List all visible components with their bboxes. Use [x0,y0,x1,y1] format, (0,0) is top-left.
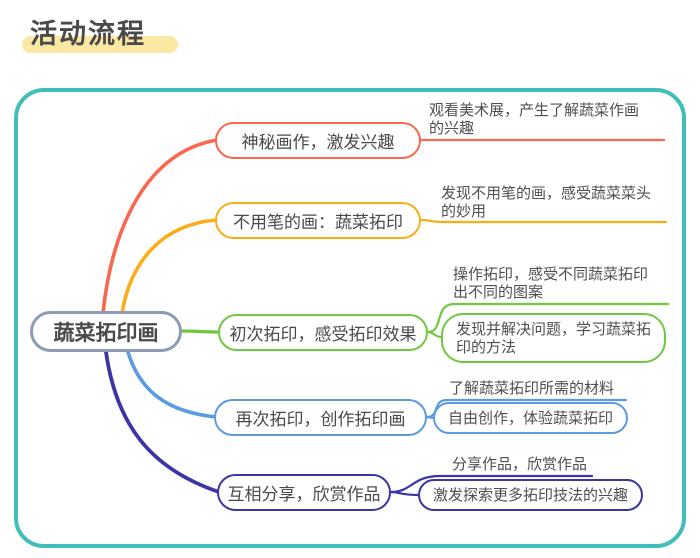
subtopic-note-1: 观看美术展，产生了解蔬菜作画 的兴趣 [429,101,640,137]
note-underline-green [426,302,670,334]
branch-curve-indigo [104,350,221,494]
subtopic-pill-4: 自由创作，体验蔬菜拓印 [433,402,629,434]
note-underline-orange [419,218,668,224]
branch-topic-4: 再次拓印，创作拓印画 [214,399,427,436]
pill-connector-green [426,330,444,339]
branch-topic-5: 互相分享，欣赏作品 [217,474,391,511]
subtopic-note-2: 发现不用笔的画，感受蔬菜菜头 的妙用 [441,184,652,220]
page-title: 活动流程 [30,19,146,50]
branch-topic-3: 初次拓印，感受拓印效果 [218,314,428,351]
title-highlight-bar [22,36,178,53]
branch-curve-orange [120,218,219,315]
subtopic-note-3: 操作拓印，感受不同蔬菜拓印 出不同的图案 [453,265,649,301]
pill-connector-indigo [389,490,421,497]
note-underline-indigo [389,474,594,494]
branch-curve-blue [126,350,218,419]
subtopic-note-4: 了解蔬菜拓印所需的材料 [449,379,615,397]
branch-topic-2: 不用笔的画：蔬菜拓印 [215,202,421,239]
subtopic-pill-5: 激发探索更多拓印技法的兴趣 [418,479,644,511]
branch-curve-red [101,138,219,315]
root-topic: 蔬菜拓印画 [30,311,182,352]
branch-curve-green [180,329,221,334]
page-header: 活动流程 [0,0,300,70]
subtopic-note-5: 分享作品，欣赏作品 [452,455,588,473]
branch-topic-1: 神秘画作，激发兴趣 [215,122,421,159]
subtopic-pill-3: 发现并解决问题，学习蔬菜拓 印的方法 [441,313,667,363]
